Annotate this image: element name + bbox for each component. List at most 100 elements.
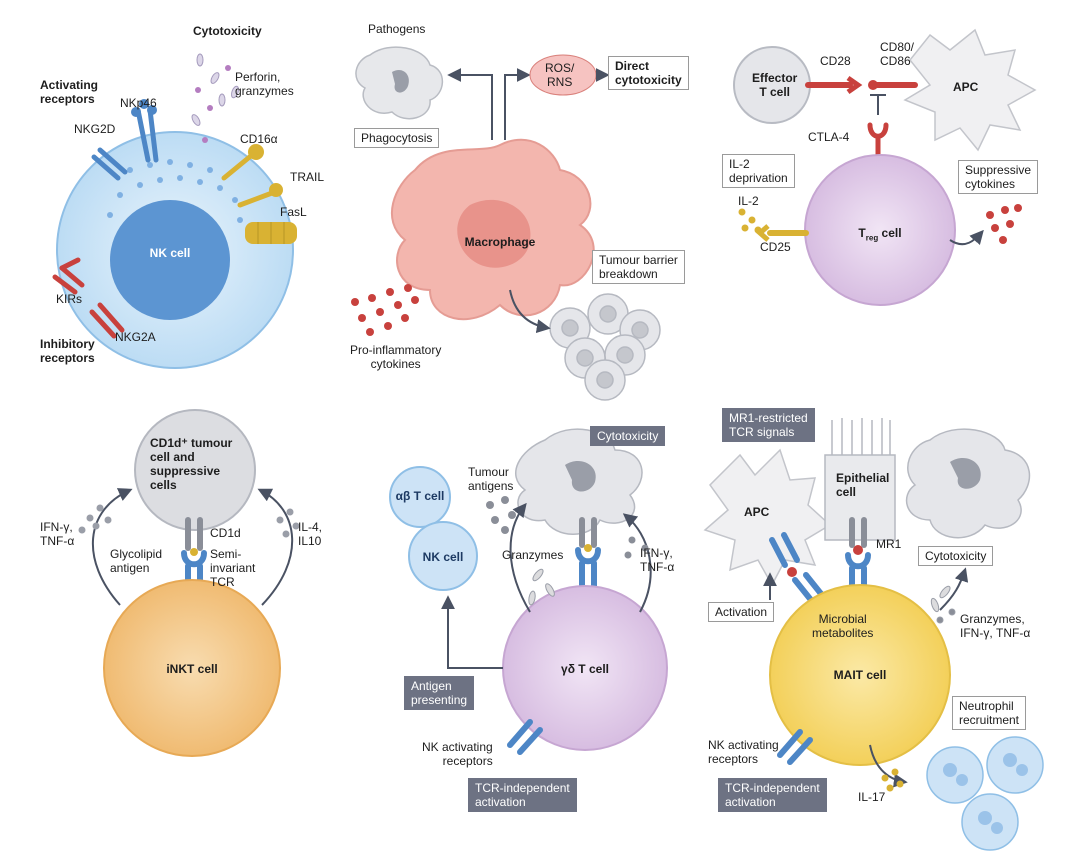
phagocytosis-box: Phagocytosis	[354, 128, 440, 148]
gd-cytotoxicity-box: Cytotoxicity	[590, 426, 666, 446]
ab-t-cell-label: αβ T cell	[395, 489, 445, 503]
direct-cytotoxicity-box: Direct cytotoxicity	[608, 56, 689, 90]
arrow-to-ros	[504, 68, 531, 140]
gd-nk-receptor	[507, 719, 543, 755]
ab-t-cell	[389, 466, 451, 528]
il2-label: IL-2	[738, 194, 759, 208]
mait-nk-activating-label: NK activating receptors	[708, 738, 779, 766]
macrophage-panel	[351, 46, 661, 401]
inhibitory-receptors-label: Inhibitory receptors	[40, 337, 95, 365]
nkg2d-receptor	[91, 147, 128, 181]
gd-nk-cell	[408, 521, 478, 591]
macrophage-name: Macrophage	[464, 235, 536, 249]
activation-box: Activation	[708, 602, 775, 622]
gd-granzymes-label: Granzymes	[502, 548, 564, 562]
tumour-cluster	[549, 293, 661, 401]
gd-granzyme-shapes	[528, 568, 555, 606]
arrow-granzymes	[509, 502, 531, 613]
tumour-antigens-label: Tumour antigens	[468, 465, 514, 493]
inkt-ifn-label: IFN-γ, TNF-α	[40, 520, 75, 548]
cd28-label: CD28	[820, 54, 851, 68]
inkt-panel	[78, 409, 300, 757]
epithelial-label: Epithelial cell	[836, 471, 890, 499]
arrow-ifn-gd	[622, 513, 652, 613]
epithelial-cell	[824, 418, 896, 541]
perforin-granules	[191, 53, 239, 143]
cd1d-tumour-label: CD1d⁺ tumour cell and suppressive cells	[150, 436, 233, 492]
treg-panel	[733, 28, 1037, 306]
cd28-receptor	[805, 75, 863, 95]
arrow-ifn-to-tumour	[91, 488, 133, 606]
neutrophil-box: Neutrophil recruitment	[952, 696, 1027, 730]
gd-nk-cell-label: NK cell	[422, 550, 464, 564]
mait-granzyme-shapes	[930, 585, 956, 624]
cd80-ligand	[868, 80, 918, 90]
pro-inflammatory-label: Pro-inflammatory cytokines	[350, 343, 442, 371]
mait-apc-label: APC	[744, 505, 770, 519]
gd-antigen-dots	[486, 496, 649, 559]
arrow-suppressive	[949, 229, 984, 246]
semi-invariant-label: Semi- invariant TCR	[210, 547, 256, 589]
gd-t-cell-name: γδ T cell	[561, 662, 609, 676]
suppressive-dots	[986, 204, 1022, 244]
nk-cell-name: NK cell	[149, 246, 191, 260]
treg-cell-sub: reg	[865, 233, 879, 243]
activating-receptors-label: Activating receptors	[40, 78, 99, 106]
mr1-label: MR1	[876, 537, 902, 551]
nkg2a-receptor	[89, 302, 125, 339]
microbial-label: Microbial metabolites	[812, 612, 874, 640]
nk-cytotoxicity-title: Cytotoxicity	[193, 24, 262, 38]
fasl-ligand	[245, 222, 297, 244]
arrow-to-pathogens	[447, 68, 493, 140]
treg-cell-main: T	[858, 226, 866, 240]
nk-granules	[107, 159, 243, 223]
arrow-antigen-presenting	[441, 595, 503, 669]
cd80-label: CD80/ CD86	[880, 40, 915, 68]
mait-cytotoxicity-box: Cytotoxicity	[918, 546, 994, 566]
inkt-cell-name: iNKT cell	[166, 662, 218, 676]
arrow-to-tumour	[509, 289, 551, 334]
il2-dots	[738, 208, 762, 234]
treg-cell-name: Treg cell	[840, 226, 920, 242]
perforin-label: Perforin, granzymes	[235, 70, 294, 98]
glycolipid-label: Glycolipid antigen	[110, 547, 163, 575]
inkt-cytokine-dots	[78, 504, 300, 538]
mait-granzymes-label: Granzymes, IFN-γ, TNF-α	[960, 612, 1031, 640]
treg-apc-label: APC	[953, 80, 979, 94]
ctla4-label: CTLA-4	[808, 130, 850, 144]
cd1d-molecule	[185, 517, 203, 551]
il2-deprivation-box: IL-2 deprivation	[722, 154, 795, 188]
il17-label: IL-17	[858, 790, 886, 804]
cd1d-label: CD1d	[210, 526, 241, 540]
treg-cell-suffix: cell	[878, 226, 902, 240]
macrophage-nucleus	[457, 199, 531, 268]
ros-label: ROS/ RNS	[545, 61, 575, 89]
inkt-cell-body	[103, 579, 281, 757]
kirs-receptor	[52, 257, 85, 295]
mait-panel	[703, 418, 1044, 851]
il17-dots	[881, 768, 904, 792]
trail-label: TRAIL	[290, 170, 325, 184]
nk-panel	[52, 53, 297, 369]
nkg2a-label: NKG2A	[115, 330, 156, 344]
neutrophil-nuclei	[943, 753, 1028, 834]
suppressive-cytokines-box: Suppressive cytokines	[958, 160, 1039, 194]
mait-apc-body	[703, 448, 832, 587]
neutrophils	[926, 736, 1044, 851]
mait-nk-receptor	[777, 729, 813, 765]
cd25-label: CD25	[760, 240, 791, 254]
nkp46-label: NKp46	[120, 96, 157, 110]
arrow-cytotoxicity	[939, 567, 969, 611]
pathogens-label: Pathogens	[368, 22, 426, 36]
mr1-signals-box: MR1-restricted TCR signals	[722, 408, 815, 442]
tumour-barrier-box: Tumour barrier breakdown	[592, 250, 685, 284]
arrow-il4-to-tumour	[257, 488, 294, 606]
cd1d-tumour-cell	[134, 409, 256, 531]
gd-nk-activating-label: NK activating receptors	[422, 740, 493, 768]
nk-nucleus	[110, 200, 230, 320]
kirs-label: KIRs	[56, 292, 83, 306]
effector-t-cell-label: Effector T cell	[752, 71, 798, 99]
treg-apc-body	[903, 28, 1037, 152]
cd16a-receptor	[221, 144, 264, 181]
